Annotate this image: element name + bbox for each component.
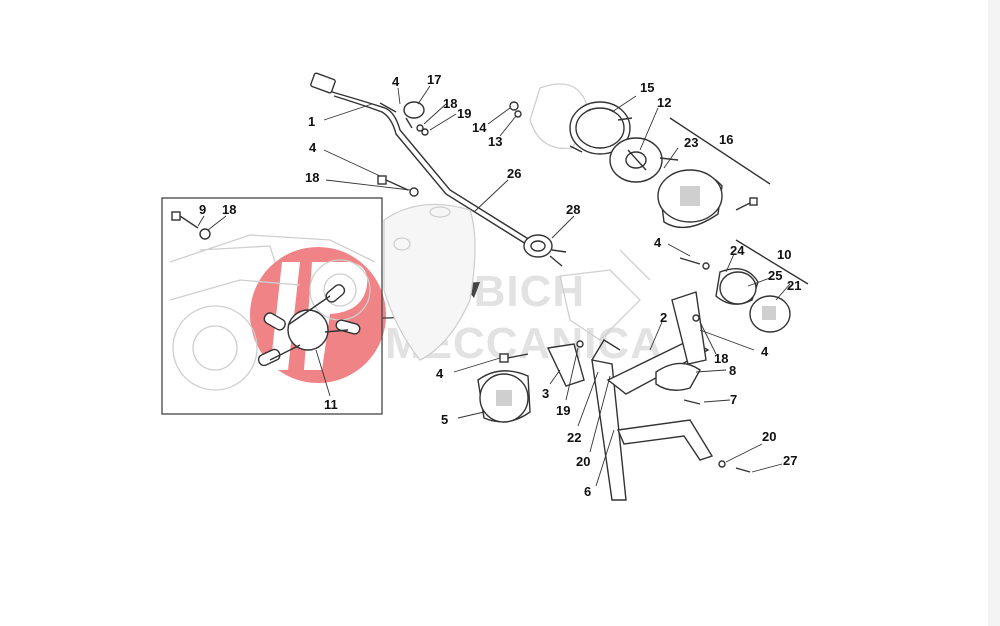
turn-signal-24 [715, 268, 759, 305]
callout-4: 4 [392, 74, 400, 89]
callout-9: 9 [199, 202, 206, 217]
washer-14 [509, 101, 519, 111]
leader-lines [197, 85, 791, 487]
washer-20-right [718, 460, 726, 468]
bolt-27 [735, 467, 751, 473]
grommet-28 [523, 234, 567, 267]
callout-16: 16 [719, 132, 733, 147]
headlamp-23 [657, 169, 723, 229]
callout-7: 7 [730, 392, 737, 407]
plate-2 [671, 291, 707, 365]
callout-4: 4 [654, 235, 662, 250]
fairing-cover [383, 203, 476, 361]
callout-3: 3 [542, 386, 549, 401]
washer-19-top [421, 128, 429, 136]
screw-4-right [679, 257, 701, 265]
bracket-6 [591, 339, 714, 501]
callout-15: 15 [640, 80, 654, 95]
bolt-7 [683, 399, 701, 405]
washer-18-mid [409, 187, 419, 197]
wiring-harness [310, 72, 531, 245]
bolt-4-top [379, 102, 397, 113]
nut-13 [514, 110, 522, 118]
callout-10: 10 [777, 247, 791, 262]
callout-27: 27 [783, 453, 797, 468]
callout-18: 18 [222, 202, 236, 217]
screw-4-mid [377, 175, 409, 191]
callout-19: 19 [457, 106, 471, 121]
callout-21: 21 [787, 278, 801, 293]
callout-26: 26 [507, 166, 521, 181]
washer-18-top [416, 124, 424, 132]
inset-screw-9 [171, 211, 199, 229]
turn-signal-5 [477, 370, 531, 423]
callout-18: 18 [305, 170, 319, 185]
callout-13: 13 [488, 134, 502, 149]
callout-1: 1 [308, 114, 315, 129]
callout-28: 28 [566, 202, 580, 217]
callout-17: 17 [427, 72, 441, 87]
callout-11: 11 [324, 397, 338, 412]
callout-19: 19 [556, 403, 570, 418]
mount-8 [655, 362, 701, 391]
inset-washer-18 [199, 228, 211, 240]
lens-21 [749, 295, 791, 333]
callout-22: 22 [567, 430, 581, 445]
callout-18: 18 [714, 351, 728, 366]
callout-4: 4 [761, 344, 769, 359]
callout-23: 23 [684, 135, 698, 150]
callout-8: 8 [729, 363, 736, 378]
callout-6: 6 [584, 484, 591, 499]
reflector-12 [609, 137, 679, 183]
washer-18-right [692, 314, 700, 322]
detail-inset [161, 197, 383, 415]
callout-14: 14 [472, 120, 487, 135]
callout-4: 4 [436, 366, 444, 381]
washer-4-right [702, 262, 710, 270]
callout-4: 4 [309, 140, 317, 155]
dimension-line-16 [669, 117, 771, 185]
callout-5: 5 [441, 412, 448, 427]
callout-18: 18 [443, 96, 457, 111]
callout-25: 25 [768, 268, 782, 283]
washer-19-lower [576, 340, 584, 348]
callouts: 1 4 17 18 19 14 13 15 12 16 23 4 18 26 2… [199, 72, 801, 499]
callout-20: 20 [762, 429, 776, 444]
callout-2: 2 [660, 310, 667, 325]
callout-24: 24 [730, 243, 745, 258]
bracket-3 [546, 343, 585, 387]
callout-20: 20 [576, 454, 590, 469]
right-edge-strip [988, 0, 1000, 626]
retaining-ring-15 [569, 101, 633, 155]
callout-12: 12 [657, 95, 671, 110]
dimension-line-10 [735, 239, 809, 285]
frame-ghost [559, 249, 651, 341]
screw-16 [735, 197, 758, 211]
cable-clamp-17 [403, 101, 425, 129]
inset-bracket [257, 284, 361, 367]
